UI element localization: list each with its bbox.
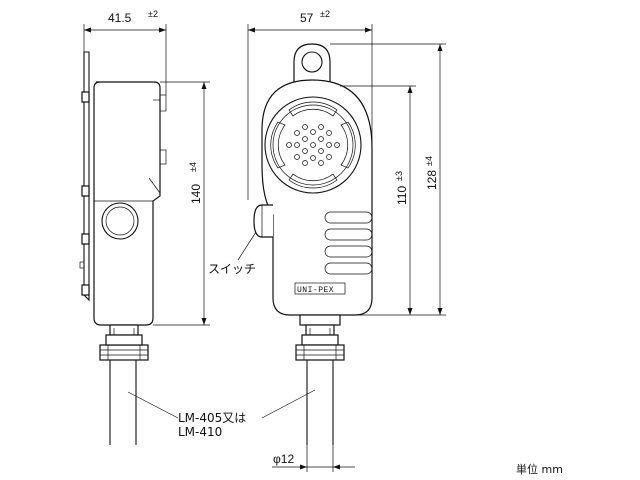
annotations: スイッチ LM-405又は LM-410 単位 mm bbox=[127, 231, 563, 476]
front-view: UNI-PEX bbox=[253, 43, 373, 445]
brand-label: UNI-PEX bbox=[297, 286, 334, 295]
dim-width-front: 57 bbox=[300, 11, 314, 25]
dim-height-front-inner-tol: ±3 bbox=[394, 171, 404, 181]
dim-width-side: 41.5 bbox=[108, 11, 132, 25]
dim-width-side-tol: ±2 bbox=[148, 9, 158, 19]
grille-holes bbox=[286, 124, 340, 166]
cable-label-line1: LM-405又は bbox=[178, 411, 246, 425]
unit-label: 単位 mm bbox=[516, 462, 563, 476]
dim-height-front-outer: 128 bbox=[425, 170, 439, 190]
switch-label: スイッチ bbox=[208, 262, 256, 276]
dim-height-side-tol: ±4 bbox=[188, 162, 198, 172]
dim-height-front-outer-tol: ±4 bbox=[424, 156, 434, 166]
front-dimensions: 57 ±2 110 ±3 128 ±4 φ12 bbox=[247, 9, 446, 472]
side-view bbox=[79, 51, 167, 445]
dim-cable-diameter: φ12 bbox=[273, 452, 294, 466]
cable-label-line2: LM-410 bbox=[178, 425, 222, 439]
side-dimensions: 41.5 ±2 140 ±4 bbox=[83, 9, 210, 326]
dim-height-front-inner: 110 bbox=[395, 186, 409, 205]
dim-width-front-tol: ±2 bbox=[320, 9, 330, 19]
dim-height-side: 140 bbox=[189, 184, 203, 204]
